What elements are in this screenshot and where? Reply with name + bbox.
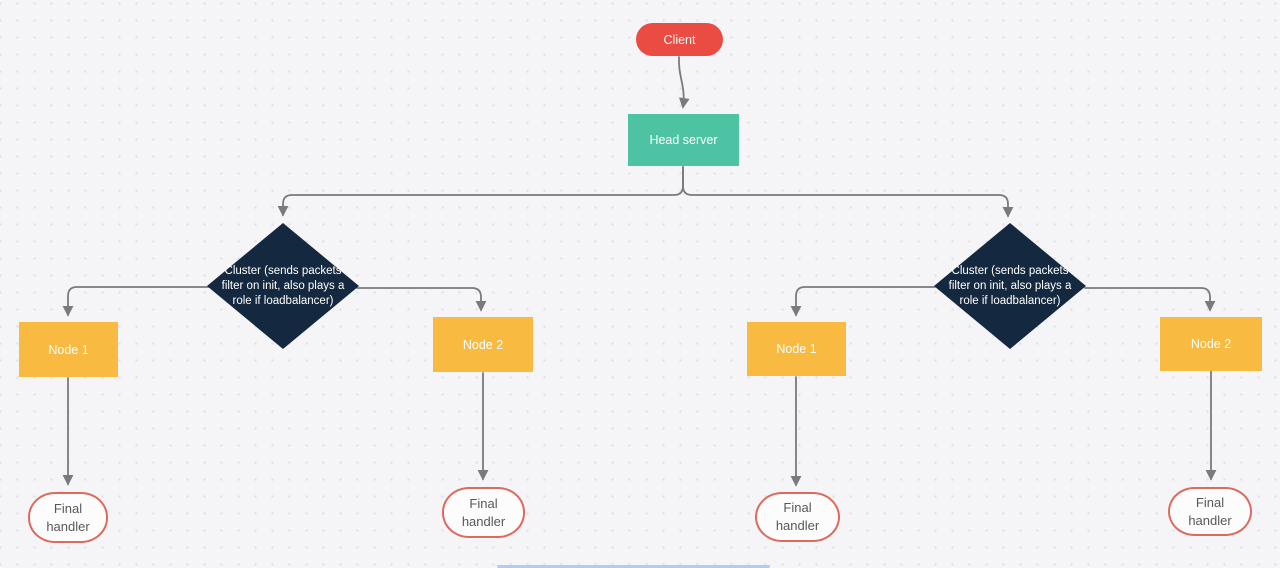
cluster-left-line2: filter on init, also plays a: [221, 279, 345, 292]
node2-left-label: Node 2: [462, 337, 504, 352]
connectors-group: [62, 56, 1217, 487]
cluster-right-line2: filter on init, also plays a: [948, 279, 1072, 292]
edge-cluster-left-to-node1-left[interactable]: [62, 286, 210, 317]
cluster-left-line1: Cluster (sends packets: [224, 264, 342, 277]
cluster-left-line3: role if loadbalancer): [232, 294, 334, 307]
edge-client-to-head-server[interactable]: [678, 56, 690, 109]
final-handler-4-label: Final handler: [1188, 494, 1232, 528]
node2-right-label: Node 2: [1190, 337, 1232, 351]
cluster-right-line1: Cluster (sends packets: [951, 264, 1069, 277]
client-label: Client: [663, 32, 696, 47]
final-handler-3-label: Final handler: [775, 500, 820, 533]
head-server-label: Head server: [649, 133, 718, 147]
node1-left[interactable]: Node 1: [19, 322, 118, 377]
final-handler-3[interactable]: Final handler: [755, 492, 840, 542]
node1-right-label: Node 1: [776, 342, 817, 356]
node2-right[interactable]: Node 2: [1160, 317, 1262, 371]
cluster-right-diamond[interactable]: [934, 223, 1086, 349]
final-handler-1[interactable]: Final handler: [28, 492, 108, 543]
final-handler-1-label: Final handler: [46, 500, 90, 534]
edge-head-server-to-cluster-left[interactable]: [277, 166, 684, 217]
cluster-left-label: Cluster (sends packets filter on init, a…: [203, 221, 363, 351]
node1-left-label: Node 1: [48, 342, 89, 357]
head-server-node[interactable]: Head server: [628, 114, 739, 166]
node2-left[interactable]: Node 2: [433, 317, 533, 372]
cluster-right-label: Cluster (sends packets filter on init, a…: [930, 221, 1090, 351]
final-handler-2[interactable]: Final handler: [442, 487, 525, 538]
horizontal-scrollbar[interactable]: [497, 565, 770, 568]
final-handler-2-label: Final handler: [461, 495, 506, 529]
edge-cluster-right-to-node1-right[interactable]: [790, 286, 936, 317]
final-handler-4[interactable]: Final handler: [1168, 487, 1252, 536]
node1-right[interactable]: Node 1: [747, 322, 846, 376]
cluster-left-diamond[interactable]: [207, 223, 359, 349]
client-node[interactable]: Client: [636, 23, 723, 56]
edge-cluster-left-to-node2-left[interactable]: [356, 287, 487, 312]
cluster-right-line3: role if loadbalancer): [959, 294, 1061, 307]
edge-head-server-to-cluster-right[interactable]: [682, 166, 1014, 218]
edge-cluster-right-to-node2-right[interactable]: [1084, 287, 1216, 312]
